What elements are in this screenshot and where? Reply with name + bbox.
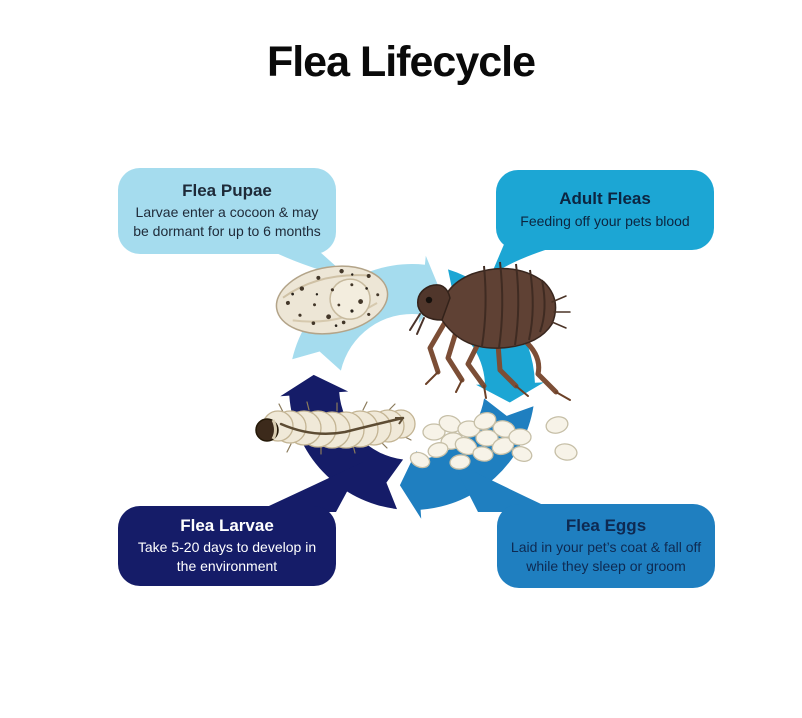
eggs-bubble-tail <box>452 461 558 512</box>
pupae-bubble-description: Larvae enter a cocoon & may be dormant f… <box>133 204 321 240</box>
larvae-bubble-title: Flea Larvae <box>180 516 274 536</box>
adult-fleas-bubble: Adult Fleas Feeding off your pets blood <box>496 170 714 250</box>
adult-flea-illustration <box>409 261 571 401</box>
pupae-bubble-title: Flea Pupae <box>182 181 272 201</box>
pupae-illustration <box>275 265 389 335</box>
adult-fleas-bubble-description: Feeding off your pets blood <box>520 212 690 229</box>
larvae-bubble-description: Take 5-20 days to develop in the environ… <box>137 539 317 575</box>
larva-illustration <box>255 401 416 455</box>
eggs-illustration <box>409 412 578 470</box>
larvae-bubble: Flea Larvae Take 5-20 days to develop in… <box>118 506 336 586</box>
larvae-bubble-tail <box>256 462 363 512</box>
adult-bubble-tail <box>491 242 558 275</box>
eggs-bubble-title: Flea Eggs <box>565 516 647 536</box>
eggs-bubble-description: Laid in your pet’s coat & fall off while… <box>510 539 702 575</box>
adult-fleas-bubble-title: Adult Fleas <box>559 189 651 209</box>
eggs-bubble: Flea Eggs Laid in your pet’s coat & fall… <box>497 504 715 588</box>
pupae-bubble: Flea Pupae Larvae enter a cocoon & may b… <box>118 168 336 254</box>
page-title: Flea Lifecycle <box>266 38 536 86</box>
